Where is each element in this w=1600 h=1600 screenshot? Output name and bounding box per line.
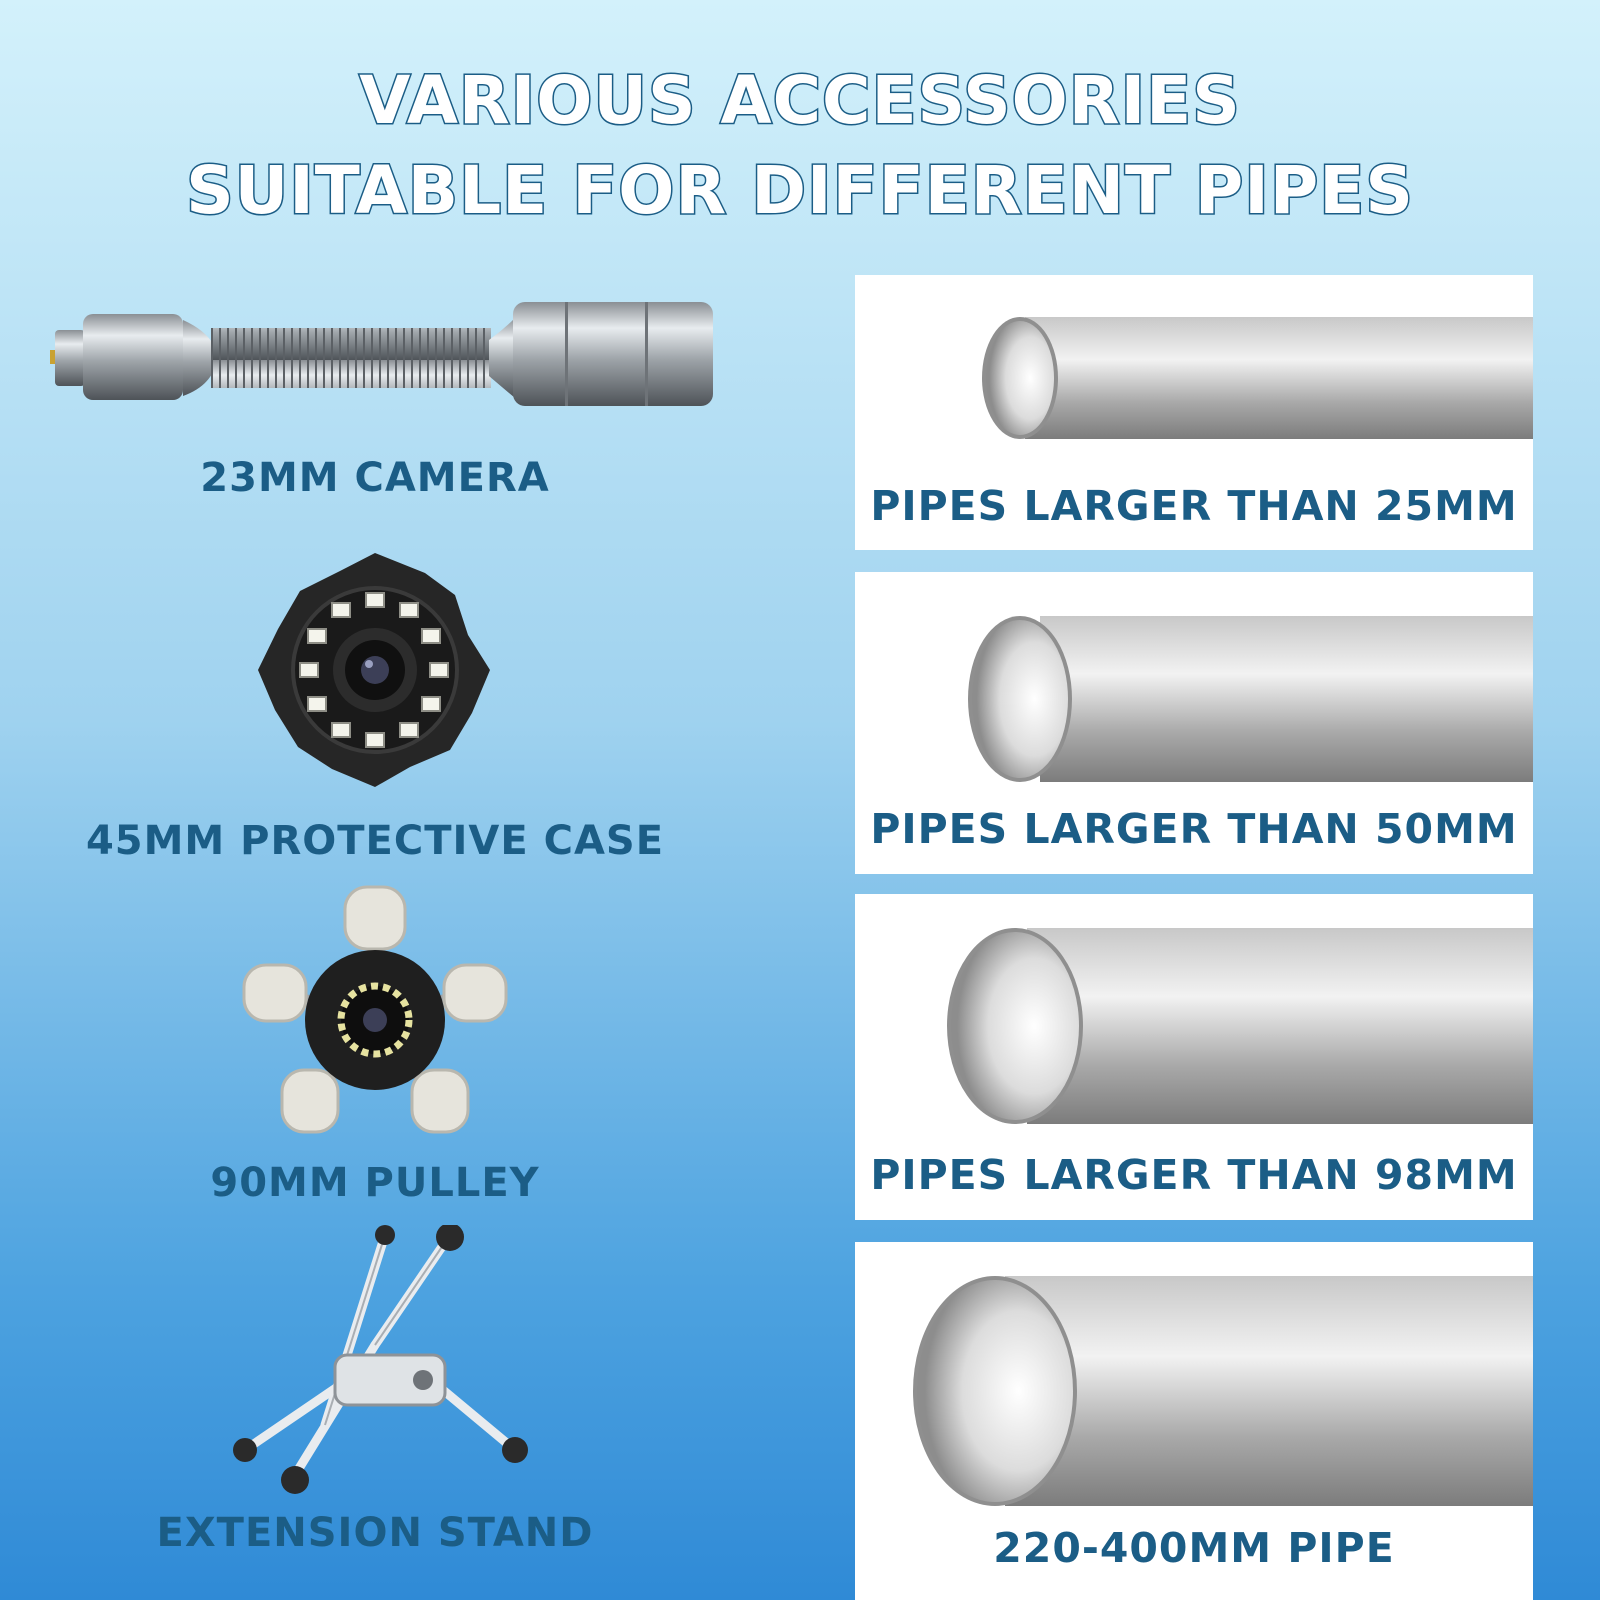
pipe-25mm-icon	[982, 317, 1533, 439]
title-line-2: SUITABLE FOR DIFFERENT PIPES	[185, 151, 1415, 231]
extension-stand-icon	[233, 1225, 528, 1494]
title-line-1: VARIOUS ACCESSORIES	[358, 61, 1242, 141]
accessory-label-extension-stand: EXTENSION STAND	[156, 1510, 594, 1556]
accessory-label-protective-case: 45MM PROTECTIVE CASE	[85, 818, 665, 864]
pipe-label-220-400mm: 220-400MM PIPE	[993, 1524, 1395, 1572]
protective-case-icon	[258, 553, 490, 787]
pipe-98mm-icon	[947, 928, 1533, 1124]
pipe-220-400mm-icon	[913, 1276, 1533, 1506]
pipe-label-98mm: PIPES LARGER THAN 98MM	[870, 1151, 1518, 1199]
pulley-icon	[242, 885, 508, 1134]
pipe-panel-220-400mm: 220-400MM PIPE	[855, 1242, 1533, 1600]
accessory-label-camera: 23MM CAMERA	[200, 455, 550, 501]
pipe-panel-98mm: PIPES LARGER THAN 98MM	[855, 894, 1533, 1220]
pipe-label-25mm: PIPES LARGER THAN 25MM	[870, 482, 1518, 530]
pipe-panel-25mm: PIPES LARGER THAN 25MM	[855, 275, 1533, 550]
camera-head-icon	[50, 302, 713, 406]
pipe-panel-50mm: PIPES LARGER THAN 50MM	[855, 572, 1533, 874]
accessory-label-pulley: 90MM PULLEY	[210, 1160, 540, 1206]
pipe-label-50mm: PIPES LARGER THAN 50MM	[870, 805, 1518, 853]
pipe-50mm-icon	[968, 616, 1533, 782]
